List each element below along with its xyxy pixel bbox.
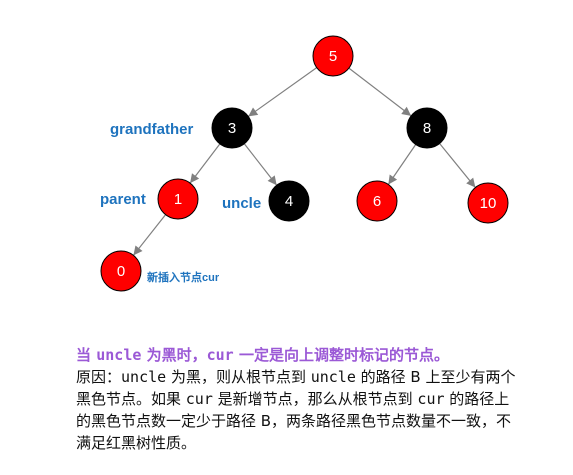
tree-edge xyxy=(439,143,476,188)
body-code-uncle: uncle xyxy=(310,368,356,386)
tree-edge xyxy=(348,67,412,117)
red-node-circle xyxy=(100,250,142,292)
heading-text: 一定是向上调整时标记的节点。 xyxy=(233,346,449,364)
node-value: 5 xyxy=(329,48,337,65)
arrow-head-icon xyxy=(466,177,476,188)
body-text: 为黑，则从根节点到 xyxy=(166,368,311,386)
tree-edges xyxy=(132,67,476,256)
body-code-cur: cur xyxy=(185,390,213,408)
red-node-circle xyxy=(157,178,199,220)
red-black-tree: 5 3 8 1 4 6 10 0 grandfather parent uncle 新插入节点… xyxy=(100,35,509,292)
new-node-cur-label: 新插入节点cur xyxy=(147,270,220,284)
node-value: 4 xyxy=(285,193,293,210)
body-code-uncle: uncle xyxy=(121,368,167,386)
tree-node-5: 5 xyxy=(312,35,354,77)
caption-heading: 当 uncle 为黑时，cur 一定是向上调整时标记的节点。 xyxy=(76,344,516,366)
arrow-head-icon xyxy=(133,245,143,256)
node-value: 1 xyxy=(174,191,182,208)
explanation-text: 当 uncle 为黑时，cur 一定是向上调整时标记的节点。 原因：uncle … xyxy=(76,344,516,454)
tree-node-4: 4 xyxy=(268,180,310,222)
grandfather-label: grandfather xyxy=(110,121,194,138)
arrow-head-icon xyxy=(388,174,398,185)
tree-nodes: 5 3 8 1 4 6 10 0 xyxy=(100,35,509,292)
node-value: 0 xyxy=(117,263,125,280)
body-text: 是新增节点，那么从根节点到 xyxy=(212,390,418,408)
node-value: 6 xyxy=(373,193,381,210)
body-text: 的路径上的黑色节点数一定少于路径 B，两条路径黑色节点数量不一致，不满足红黑树性… xyxy=(76,390,512,452)
heading-code-uncle: uncle xyxy=(96,346,142,364)
heading-text: 当 xyxy=(76,346,97,364)
node-value: 3 xyxy=(228,120,236,137)
node-value: 10 xyxy=(480,195,497,212)
tree-node-1: 1 xyxy=(157,178,199,220)
tree-node-8: 8 xyxy=(406,107,448,149)
heading-code-cur: cur xyxy=(206,346,234,364)
tree-node-3: 3 xyxy=(211,107,253,149)
caption-body: 原因：uncle 为黑，则从根节点到 uncle 的路径 B 上至少有两个黑色节… xyxy=(76,366,516,454)
arrow-head-icon xyxy=(401,106,412,116)
arrow-head-icon xyxy=(190,173,200,184)
black-node-circle xyxy=(268,180,310,222)
body-text: 的路径 B 上至少有两个黑色节点。如果 xyxy=(76,368,516,408)
red-node-circle xyxy=(467,182,509,224)
black-node-circle xyxy=(406,107,448,149)
body-text: 原因： xyxy=(76,368,122,386)
tree-node-10: 10 xyxy=(467,182,509,224)
red-node-circle xyxy=(312,35,354,77)
node-value: 8 xyxy=(423,120,431,137)
parent-label: parent xyxy=(100,191,146,208)
tree-edge xyxy=(247,67,318,117)
tree-node-0: 0 xyxy=(100,250,142,292)
body-code-cur: cur xyxy=(417,390,445,408)
red-node-circle xyxy=(356,180,398,222)
arrow-head-icon xyxy=(248,107,259,117)
arrow-head-icon xyxy=(267,175,277,186)
tree-node-6: 6 xyxy=(356,180,398,222)
uncle-label: uncle xyxy=(222,195,261,212)
black-node-circle xyxy=(211,107,253,149)
heading-text: 为黑时， xyxy=(141,346,207,364)
